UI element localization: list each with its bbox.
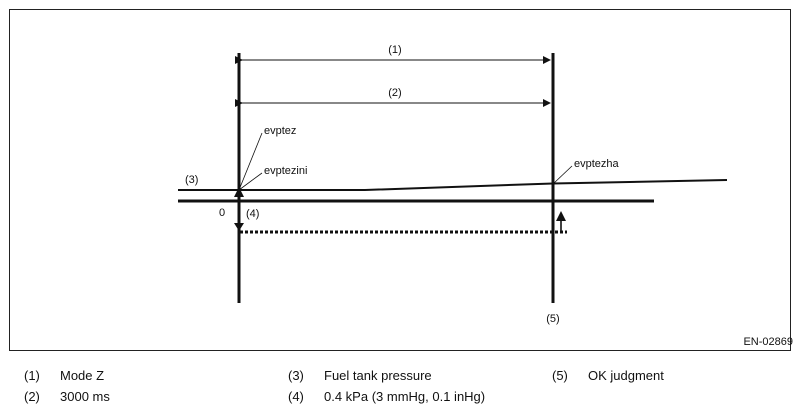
legend-item-pressure: (3) Fuel tank pressure — [288, 368, 432, 384]
up-arrow-head-start — [234, 187, 244, 197]
legend-num: (1) — [24, 368, 40, 383]
legend-item-time: (2) 3000 ms — [24, 389, 110, 405]
legend-text: Mode Z — [60, 368, 105, 383]
legend-item-kpa: (4) 0.4 kPa (3 mmHg, 0.1 inHg) — [288, 389, 485, 405]
legend-num: (4) — [288, 389, 304, 404]
kpa-marker: (4) — [246, 208, 259, 220]
legend-text: 0.4 kPa (3 mmHg, 0.1 inHg) — [324, 389, 486, 404]
legend-item-mode-z: (1) Mode Z — [24, 368, 104, 384]
evptezini-leader — [238, 172, 263, 191]
legend-num: (5) — [552, 368, 568, 383]
legend-text: Fuel tank pressure — [324, 368, 432, 383]
pressure-marker: (3) — [185, 174, 198, 186]
ok-marker: (5) — [546, 313, 559, 325]
legend-text: OK judgment — [588, 368, 664, 383]
evptez-label: evptez — [264, 125, 296, 137]
down-arrow-head-start — [234, 223, 244, 231]
ok-judgment-arrow-head — [556, 211, 566, 221]
legend-item-ok: (5) OK judgment — [552, 368, 664, 384]
evptezha-label: evptezha — [574, 158, 620, 170]
evptezha-leader — [552, 165, 573, 185]
legend: (1) Mode Z (2) 3000 ms (3) Fuel tank pressu… — [0, 366, 808, 413]
time-marker: (2) — [388, 87, 401, 99]
legend-num: (3) — [288, 368, 304, 383]
mode-z-marker: (1) — [388, 44, 401, 56]
evptezini-label: evptezini — [264, 165, 307, 177]
legend-text: 3000 ms — [60, 389, 110, 404]
diagram-frame — [9, 9, 791, 351]
evptez-leader — [238, 132, 263, 191]
zero-label: 0 — [219, 207, 225, 219]
fuel-tank-pressure-line — [178, 179, 728, 191]
figure-code: EN-02869 — [743, 336, 793, 348]
legend-num: (2) — [24, 389, 40, 404]
